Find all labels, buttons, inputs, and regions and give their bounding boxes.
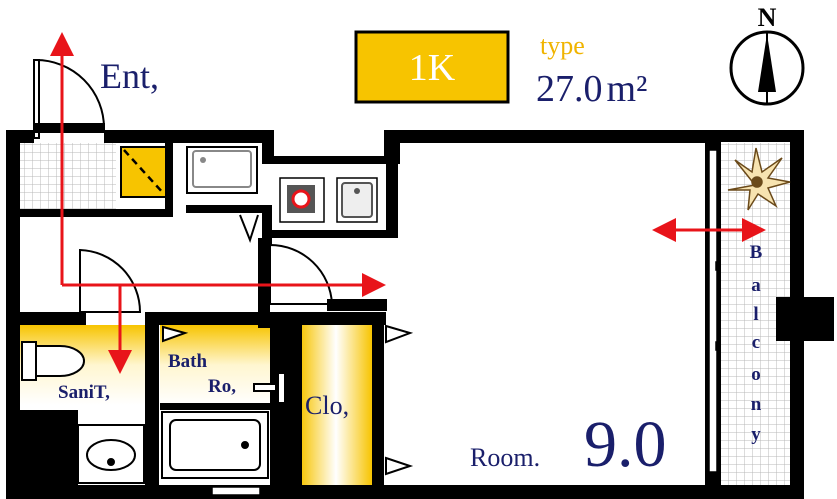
entrance-label: Ent,: [100, 56, 159, 96]
balcony-label: B a l c o n y: [750, 242, 763, 445]
room-size: 9.0: [584, 408, 667, 481]
plant-icon: [727, 147, 791, 211]
door-triangles: [162, 324, 414, 476]
layout-badge-text: 1K: [409, 47, 456, 89]
bath-floor: [160, 325, 270, 405]
interior-doors: [79, 243, 387, 313]
bath-label: Bath: [168, 351, 208, 372]
closet-label: Clo,: [305, 391, 349, 420]
balcony-letter: y: [751, 424, 761, 445]
balcony-letter: n: [751, 394, 762, 415]
window-frames: [211, 149, 720, 496]
room-label: Room.: [470, 443, 540, 472]
bath-door: [253, 372, 286, 404]
toilet-label: SaniT,: [58, 382, 110, 403]
type-label: type: [540, 31, 585, 60]
layout-badge: [354, 30, 510, 104]
balcony-letter: c: [752, 332, 760, 353]
circulation-arrows: [50, 32, 766, 374]
balcony-letter: B: [750, 242, 763, 263]
kitchen-notch: [239, 214, 259, 243]
toilet-fixture: [21, 341, 85, 381]
shoe-cabinet-diagonal: [123, 149, 165, 195]
compass-icon: [729, 30, 805, 106]
bathtub: [161, 411, 269, 479]
kitchen-sink: [186, 146, 258, 194]
balcony-letter: o: [751, 364, 761, 385]
balcony-letter: l: [753, 304, 758, 325]
entrance-door: [33, 59, 105, 139]
stove: [279, 177, 378, 223]
closet-floor: [300, 325, 372, 485]
balcony-letter: a: [751, 275, 761, 296]
compass-north: N: [758, 3, 777, 32]
wash-basin: [77, 424, 145, 484]
entrance-tile: [20, 143, 116, 211]
bath-label-2: Ro,: [208, 376, 236, 397]
